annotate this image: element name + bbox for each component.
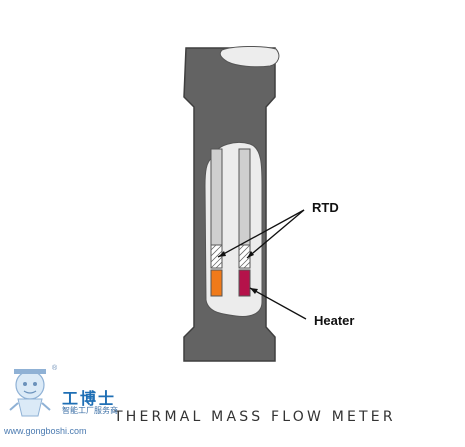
watermark-brand: 工博士 <box>62 391 117 408</box>
rtd-leader-right <box>246 209 305 259</box>
rtd-leader-left <box>217 209 305 258</box>
heater-label: Heater <box>314 313 355 328</box>
rtd-sensor-element <box>210 269 223 297</box>
diagram-caption: THERMAL MASS FLOW METER <box>114 409 396 425</box>
left-tube <box>210 148 223 246</box>
heater-element <box>238 269 251 297</box>
rtd-label: RTD <box>312 200 339 215</box>
watermark-tagline: 智能工厂服务商 <box>62 406 118 415</box>
watermark-url: www.gongboshi.com <box>4 426 87 436</box>
heater-leader <box>249 287 307 320</box>
right-tube <box>238 148 251 246</box>
watermark-mascot-icon <box>9 369 51 417</box>
top-cutaway <box>219 46 280 68</box>
watermark-registered-mark: ® <box>52 365 58 372</box>
